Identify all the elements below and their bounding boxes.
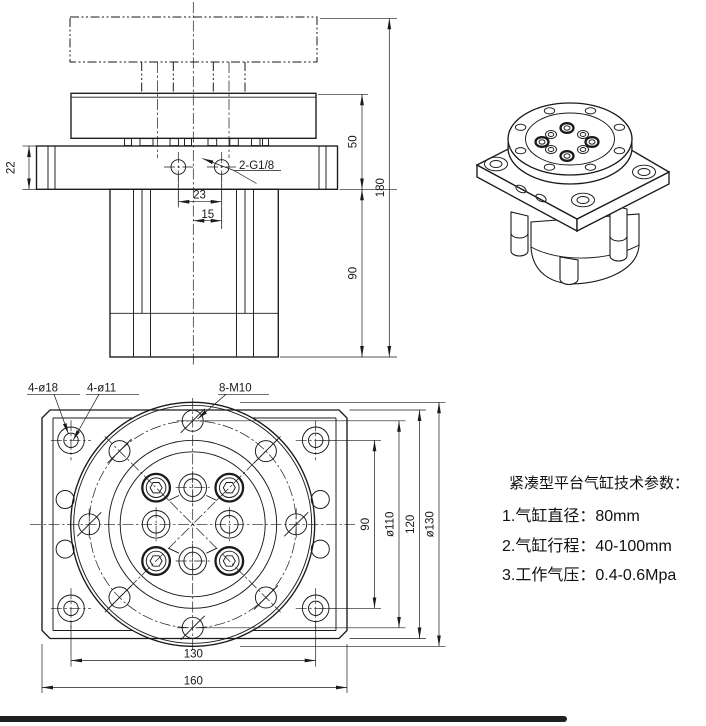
horizontal-scrollbar-thumb[interactable] [0,716,567,722]
piston-rod [559,256,579,286]
flange-plate [35,145,339,190]
label-threaded-holes: 8-M10 [219,383,252,395]
notes-item-stroke: 2.气缸行程：40-100mm [502,537,672,555]
notes-item-pressure: 3.工作气压：0.4-0.6Mpa [502,567,677,584]
front-view: 2-G1/8 23 15 50 90 180 22 [6,2,397,366]
dim-port-offset: 15 [201,209,214,221]
dim-bolt-circle: ø110 [385,512,397,537]
hole-callouts: 4-ø18 4-ø11 8-M10 [27,383,269,441]
dim-plate-width: 160 [184,675,203,687]
dim-flange-thickness: 22 [6,161,18,174]
label-through-holes: 4-ø11 [87,383,116,395]
label-counterbore-holes: 4-ø18 [28,383,58,395]
label-ports: 2-G1/8 [239,160,274,172]
cylinder-body [109,188,279,358]
platform-plate [70,92,317,139]
flange-circle [70,401,316,647]
threaded-holes [76,408,309,641]
dim-total-height: 180 [375,178,387,197]
dim-body-height: 90 [348,267,360,280]
iso-head-disc [507,102,633,176]
dim-plate-depth: 120 [405,515,417,534]
plan-plate [41,409,348,640]
mounting-bosses [124,138,269,147]
dim-hole-row-spacing: 90 [360,518,372,531]
port-leader: 2-G1/8 [202,158,281,184]
top-view: 4-ø18 4-ø11 8-M10 90 ø110 120 ø130 [27,383,446,693]
isometric-view [475,102,671,286]
notes-item-bore: 1.气缸直径：80mm [502,508,640,525]
iso-screw-cluster [534,122,600,162]
guide-rod-right [609,204,628,262]
tech-notes: 紧凑型平台气缸技术参数： 1.气缸直径：80mm 2.气缸行程：40-100mm… [502,472,706,591]
dim-port-spacing: 23 [193,190,206,202]
phantom-platform [69,16,318,63]
dim-flange-dia: ø130 [425,511,437,537]
notes-title: 紧凑型平台气缸技术参数： [509,475,690,492]
center-cluster [141,470,245,578]
dim-head-height: 50 [348,135,360,148]
guide-rod-left [510,211,529,257]
dim-hole-col-spacing: 130 [184,648,203,660]
